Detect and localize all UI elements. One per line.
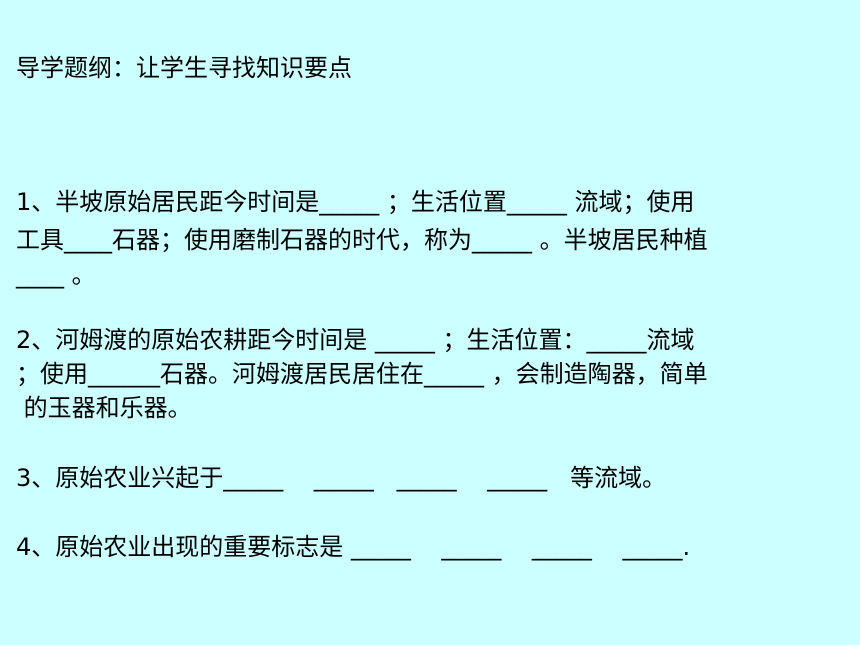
question-4-line-1: 4、原始农业出现的重要标志是 _____ _____ _____ _____. [16,533,691,561]
question-2-line-3: 的玉器和乐器。 [16,394,192,422]
question-1-line-3: ____ 。 [16,261,96,289]
question-2-line-1: 2、河姆渡的原始农耕距今时间是 _____ ；生活位置：_____流域 [16,326,695,354]
question-3-line-1: 3、原始农业兴起于_____ _____ _____ _____ 等流域。 [16,464,667,492]
question-1-line-1: 1、半坡原始居民距今时间是_____ ；生活位置_____ 流域；使用 [16,188,695,216]
question-1-line-2: 工具____石器；使用磨制石器的时代，称为_____ 。半坡居民种植 [16,226,708,254]
question-2-line-2: ；使用______石器。河姆渡居民居住在_____ ，会制造陶器，简单 [16,360,708,388]
slide-heading: 导学题纲：让学生寻找知识要点 [16,54,352,82]
